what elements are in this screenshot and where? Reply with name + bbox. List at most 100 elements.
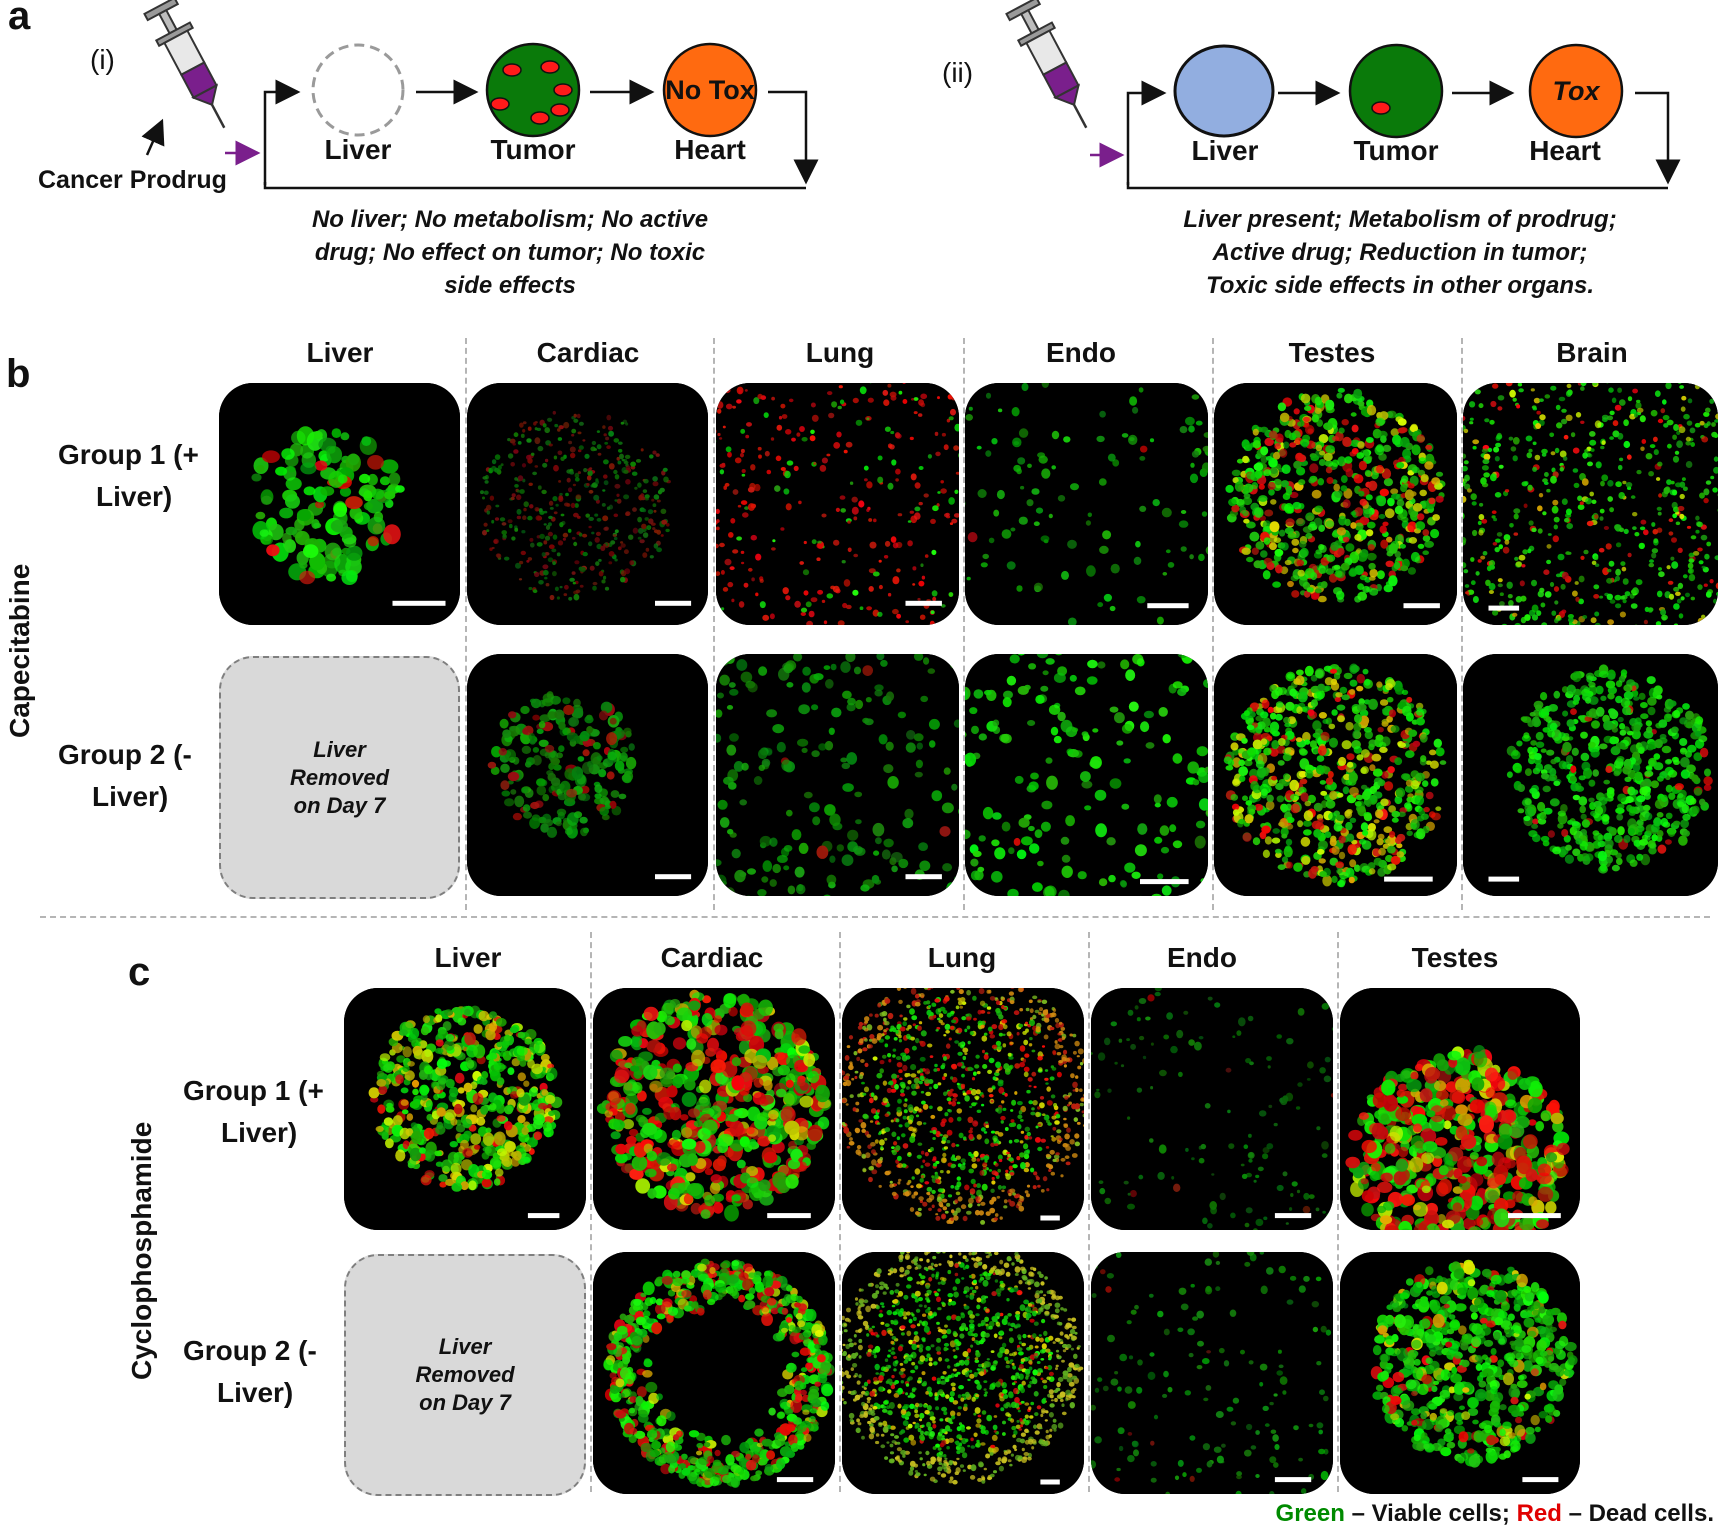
heart-badge-no-tox: No Tox	[665, 75, 755, 105]
removed-line: Liver	[438, 1334, 492, 1359]
liver-node-absent	[311, 43, 405, 137]
row-head-line: Liver)	[221, 1117, 298, 1148]
col-head-endo: Endo	[1046, 337, 1116, 368]
scale-bar	[1147, 603, 1189, 609]
diagram-ii-note: Liver present; Metabolism of prodrug; Ac…	[1120, 203, 1680, 302]
scale-bar	[1488, 876, 1520, 882]
note-line: No liver; No metabolism; No active	[311, 206, 709, 233]
micrograph-b-cardiac-g1	[467, 383, 708, 625]
micrograph-c-endo-g2	[1091, 1252, 1333, 1494]
micrograph-b-cardiac-g2	[467, 654, 708, 896]
heart-badge-tox: Tox	[1552, 76, 1600, 106]
row-head-line: Group 2 (-	[183, 1335, 317, 1366]
note-line: Active drug; Reduction in tumor;	[1212, 239, 1588, 266]
column-divider	[1461, 338, 1463, 910]
row-head-line: Liver)	[217, 1377, 294, 1408]
heart-node	[662, 42, 758, 138]
liver-label-ii: Liver	[1191, 135, 1259, 166]
row-head-line: Group 1 (+	[183, 1075, 324, 1106]
liver-removed-box-c: Liver Removed on Day 7	[344, 1254, 586, 1496]
row-head-group1: Group 1 (+ Liver)	[183, 1070, 353, 1154]
col-head-testes: Testes	[1411, 942, 1499, 973]
liver-node	[1173, 44, 1275, 138]
scale-bar	[655, 600, 692, 606]
tumor-label-ii: Tumor	[1353, 135, 1439, 166]
syringe-icon	[143, 0, 226, 129]
diagram-i-note: No liver; No metabolism; No active drug;…	[245, 203, 775, 302]
scale-bar	[1508, 1213, 1561, 1219]
heart-label-i: Heart	[674, 134, 746, 165]
column-divider	[1088, 932, 1090, 1492]
note-line: side effects	[444, 272, 576, 299]
prodrug-label: Cancer Prodrug	[38, 166, 227, 194]
scale-bar	[1522, 1477, 1559, 1483]
micrograph-b-endo-g1	[965, 383, 1208, 625]
micrograph-b-brain-g2	[1463, 654, 1718, 896]
row-head-line: Liver)	[96, 481, 173, 512]
scale-bar	[776, 1477, 814, 1483]
col-head-liver: Liver	[434, 942, 502, 973]
col-head-lung: Lung	[927, 942, 997, 973]
row-head-line: Liver)	[92, 781, 169, 812]
micrograph-b-brain-g1	[1463, 383, 1718, 625]
legend-green-word: Green	[1275, 1500, 1345, 1527]
scale-bar	[905, 874, 942, 880]
legend-red-text: – Dead cells.	[1561, 1500, 1714, 1527]
row-head-group2: Group 2 (- Liver)	[183, 1330, 353, 1414]
heart-label-ii: Heart	[1529, 135, 1601, 166]
micrograph-c-liver-g1	[344, 988, 586, 1230]
tumor-node	[1348, 43, 1444, 139]
col-head-endo: Endo	[1167, 942, 1237, 973]
micrograph-c-lung-g1	[842, 988, 1084, 1230]
scale-bar	[1274, 1213, 1312, 1219]
col-head-brain: Brain	[1556, 337, 1628, 368]
column-divider	[839, 932, 841, 1492]
column-divider	[465, 338, 467, 910]
micrograph-c-testes-g2	[1340, 1252, 1580, 1494]
micrograph-b-testes-g2	[1214, 654, 1457, 896]
scale-bar	[527, 1213, 560, 1219]
diagram-i-tag: (i)	[90, 44, 115, 75]
liver-removed-box-b: Liver Removed on Day 7	[219, 656, 460, 899]
column-divider	[963, 338, 965, 910]
heart-node	[1528, 43, 1624, 139]
scale-bar	[905, 600, 942, 606]
scale-bar	[1040, 1479, 1060, 1485]
liver-label-i: Liver	[324, 134, 392, 165]
micrograph-b-testes-g1	[1214, 383, 1457, 625]
removed-line: on Day 7	[419, 1390, 511, 1415]
removed-line: on Day 7	[293, 792, 386, 818]
panel-b-letter: b	[6, 352, 31, 396]
drug-label-capecitabine: Capecitabine	[4, 563, 35, 738]
syringe-icon	[1005, 0, 1088, 129]
column-divider	[713, 338, 715, 910]
row-head-line: Group 2 (-	[58, 739, 192, 770]
column-divider	[1212, 338, 1214, 910]
micrograph-c-testes-g1	[1340, 988, 1580, 1230]
micrograph-c-lung-g2	[842, 1252, 1084, 1494]
scale-bar	[1274, 1477, 1312, 1483]
micrograph-c-endo-g1	[1091, 988, 1333, 1230]
removed-line: Removed	[415, 1362, 515, 1387]
micrograph-c-cardiac-g2	[593, 1252, 835, 1494]
row-head-line: Group 1 (+	[58, 439, 199, 470]
legend-red-word: Red	[1516, 1500, 1562, 1527]
micrograph-b-lung-g2	[716, 654, 959, 896]
col-head-testes: Testes	[1288, 337, 1376, 368]
micrograph-b-liver-g1	[219, 383, 460, 625]
legend-green-text: – Viable cells;	[1344, 1500, 1517, 1527]
removed-line: Liver	[313, 736, 366, 762]
scale-bar	[392, 600, 446, 606]
panel-c-letter: c	[128, 950, 151, 994]
scale-bar	[1040, 1215, 1060, 1221]
legend: Green – Viable cells; Red – Dead cells.	[1276, 1500, 1714, 1528]
diagram-ii-tag: (ii)	[942, 57, 974, 88]
col-head-liver: Liver	[306, 337, 374, 368]
scale-bar	[1403, 603, 1440, 609]
note-line: drug; No effect on tumor; No toxic	[314, 239, 706, 266]
col-head-lung: Lung	[805, 337, 875, 368]
row-head-group1: Group 1 (+ Liver)	[58, 434, 228, 518]
section-separator	[40, 916, 1710, 918]
note-line: Toxic side effects in other organs.	[1205, 272, 1595, 299]
panel-a-diagram	[141, 0, 1681, 190]
